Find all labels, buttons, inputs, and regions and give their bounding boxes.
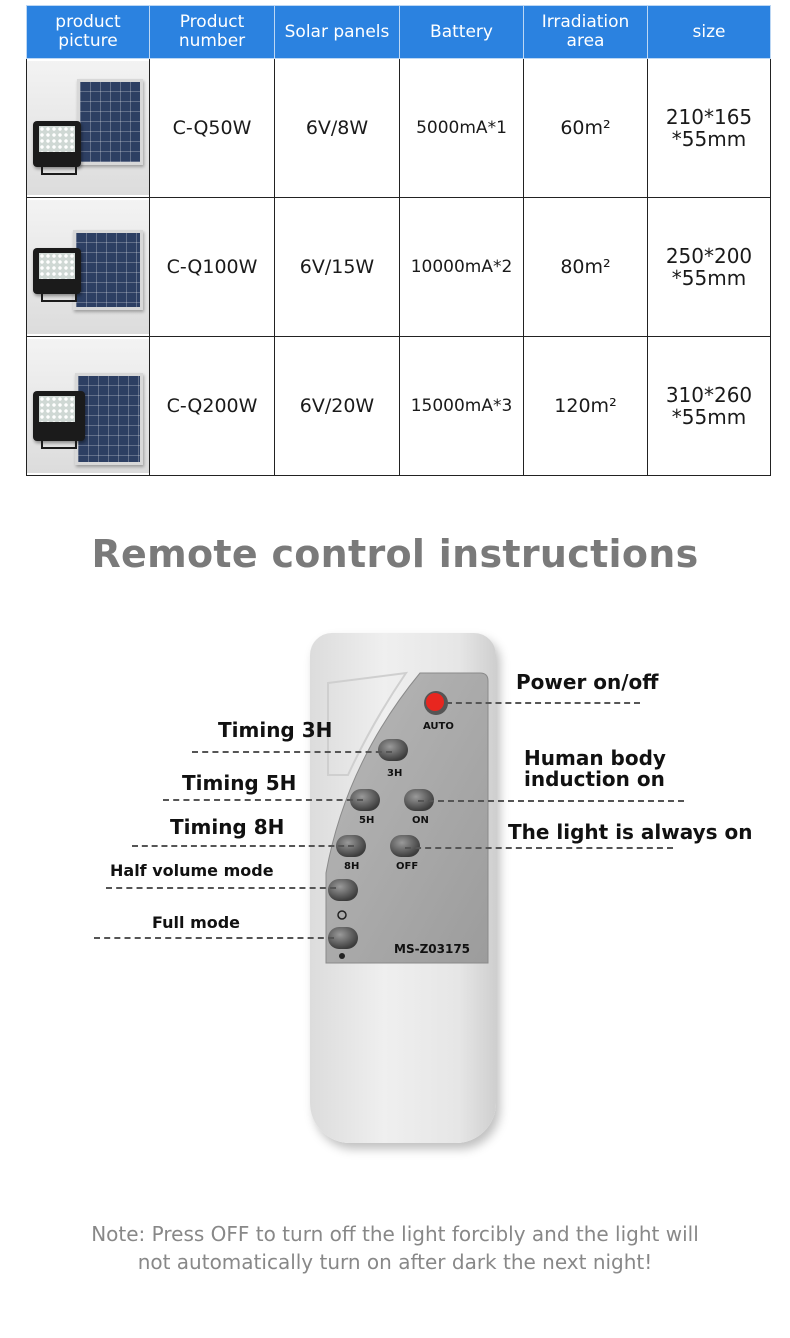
product-number: C-Q100W <box>149 197 275 337</box>
header-size-text: size <box>692 21 726 42</box>
header-area: Irradiation area <box>523 5 648 59</box>
section-title: Remote control instructions <box>91 532 699 576</box>
remote-face <box>325 671 489 964</box>
on-button-label: ON <box>412 815 429 826</box>
size-spec: 250*200 *55mm <box>647 197 771 337</box>
leader-line-full <box>94 937 334 939</box>
leader-line-power <box>446 702 640 704</box>
label-always-on: The light is always on <box>508 820 753 844</box>
header-picture: product picture <box>26 5 150 59</box>
solar-panel-spec: 6V/20W <box>274 336 400 476</box>
leader-line-on <box>418 800 684 802</box>
flood-light-image <box>33 248 81 302</box>
header-number: Product number <box>149 5 275 59</box>
label-induction-on: induction on <box>524 767 665 791</box>
product-picture-cell <box>26 197 150 337</box>
leader-line-half <box>106 887 336 889</box>
product-picture-cell <box>26 336 150 476</box>
irradiation-area: 80m² <box>523 197 648 337</box>
spec-table: product picture Product number Solar pan… <box>26 5 771 476</box>
flood-light-image <box>33 391 85 449</box>
leader-line-5h <box>163 799 363 801</box>
header-number-text: Product number <box>178 12 246 51</box>
product-number: C-Q200W <box>149 336 275 476</box>
header-area-text: Irradiation area <box>541 12 630 51</box>
note-text: Note: Press OFF to turn off the light fo… <box>0 1220 790 1276</box>
product-number: C-Q50W <box>149 58 275 198</box>
header-battery-text: Battery <box>430 21 493 42</box>
battery-spec: 5000mA*1 <box>399 58 524 198</box>
h5-button-label: 5H <box>359 815 375 826</box>
label-power: Power on/off <box>516 670 659 694</box>
irradiation-area: 120m² <box>523 336 648 476</box>
leader-line-3h <box>192 751 392 753</box>
table-row: C-Q200W 6V/20W 15000mA*3 120m² 310*260 *… <box>26 336 771 476</box>
table-header-row: product picture Product number Solar pan… <box>26 5 771 59</box>
battery-spec: 10000mA*2 <box>399 197 524 337</box>
header-size: size <box>647 5 771 59</box>
size-spec: 310*260 *55mm <box>647 336 771 476</box>
off-button-label: OFF <box>396 861 419 872</box>
label-half-volume: Half volume mode <box>110 861 274 880</box>
label-timing-3h: Timing 3H <box>218 718 333 742</box>
remote-control: AUTO 3H 5H ON 8H OFF MS-Z03175 <box>310 633 496 1143</box>
flood-light-image <box>33 121 81 175</box>
solar-panel-image <box>75 373 143 465</box>
model-label: MS-Z03175 <box>394 942 471 956</box>
product-picture-cell <box>26 58 150 198</box>
product-image <box>27 61 149 195</box>
note-line-1: Note: Press OFF to turn off the light fo… <box>91 1222 699 1246</box>
leader-line-off <box>405 847 673 849</box>
label-full-mode: Full mode <box>152 913 241 932</box>
solar-panel-spec: 6V/8W <box>274 58 400 198</box>
header-battery: Battery <box>399 5 524 59</box>
solar-panel-spec: 6V/15W <box>274 197 400 337</box>
product-image <box>27 339 149 473</box>
header-solar: Solar panels <box>274 5 400 59</box>
table-row: C-Q50W 6V/8W 5000mA*1 60m² 210*165 *55mm <box>26 58 771 198</box>
header-solar-text: Solar panels <box>284 21 390 42</box>
solar-panel-image <box>73 230 143 310</box>
header-picture-text: product picture <box>55 12 121 51</box>
irradiation-area: 60m² <box>523 58 648 198</box>
h8-button-label: 8H <box>344 861 360 872</box>
label-timing-5h: Timing 5H <box>182 771 297 795</box>
note-line-2: not automatically turn on after dark the… <box>137 1250 653 1274</box>
battery-spec: 15000mA*3 <box>399 336 524 476</box>
auto-button-label: AUTO <box>423 721 454 732</box>
table-row: C-Q100W 6V/15W 10000mA*2 80m² 250*200 *5… <box>26 197 771 337</box>
product-image <box>27 200 149 334</box>
solar-panel-image <box>77 79 143 165</box>
label-human-body: Human body <box>524 746 666 770</box>
label-timing-8h: Timing 8H <box>170 815 285 839</box>
h3-button-label: 3H <box>387 768 403 779</box>
size-spec: 210*165 *55mm <box>647 58 771 198</box>
leader-line-8h <box>132 845 354 847</box>
